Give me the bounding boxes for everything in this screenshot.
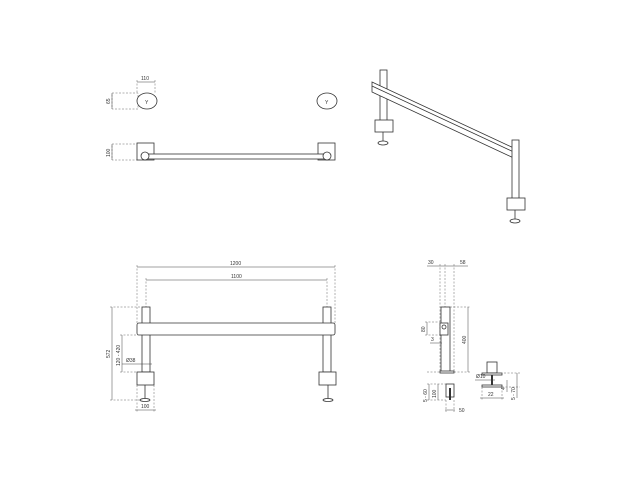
pin-symbol: Y: [145, 100, 149, 106]
clamp-plan-left: [136, 92, 158, 110]
dimension-label: 3: [431, 337, 434, 343]
dimension-label: 22: [488, 392, 494, 398]
clamp-plan-right: [316, 92, 338, 110]
dimension-label: 58: [460, 260, 466, 266]
front-elevation: 1200 1100 572 120 - 420 Ø38 100: [106, 261, 337, 412]
dimension-label: 50: [459, 408, 465, 414]
dimension-label: 120 - 420: [116, 345, 122, 366]
clamp-detail-view: Ø10 22 4 5 - 70: [475, 361, 520, 400]
dimension-label: 4: [501, 387, 507, 390]
top-front-view: 100: [106, 142, 336, 161]
pin-symbol: Y: [325, 100, 329, 106]
dimension-label: 572: [106, 349, 112, 358]
side-elevation: 30 58 80 3 400 5 - 60 100 50: [421, 260, 470, 414]
dimension-label: 1200: [230, 261, 241, 267]
plan-view: 110 65 Y Y: [106, 76, 338, 110]
dimension-label: Ø38: [126, 358, 136, 364]
isometric-view: [371, 69, 526, 224]
dimension-label: 30: [428, 260, 434, 266]
dimension-label: 100: [432, 389, 438, 398]
dimension-label: 100: [106, 148, 112, 157]
dimension-label: 65: [106, 98, 112, 104]
dimension-label: 5 - 60: [423, 389, 429, 402]
dimension-label: 100: [141, 404, 150, 410]
dimension-label: 5 - 70: [511, 387, 517, 400]
dimension-label: 1100: [231, 274, 242, 280]
dimension-label: 110: [141, 76, 149, 82]
dimension-label: 80: [421, 326, 427, 332]
dimension-label: 400: [462, 335, 468, 344]
dimension-label: Ø10: [476, 374, 486, 380]
